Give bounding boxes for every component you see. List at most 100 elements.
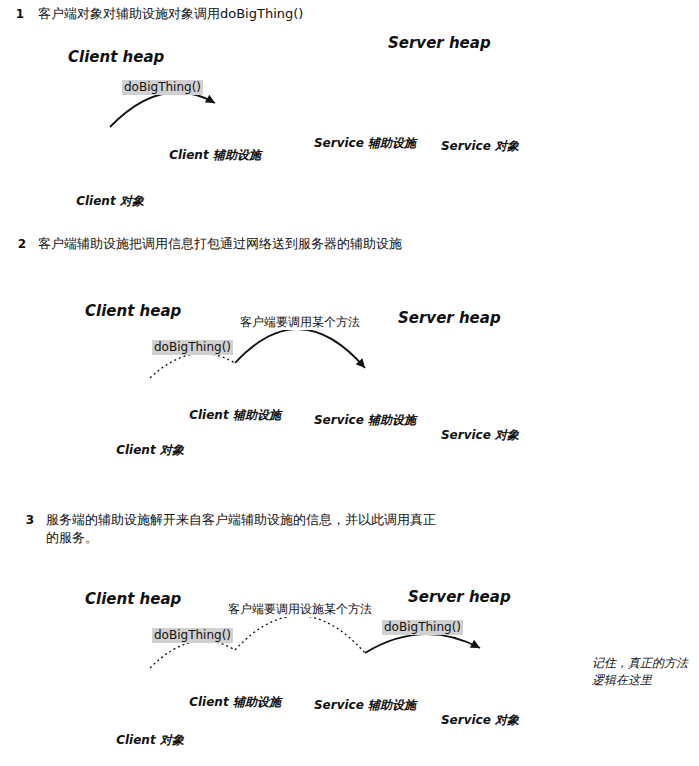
phone-icon — [66, 589, 78, 607]
edge-label-holder: doBigThing() — [152, 624, 233, 643]
heap-title: Client heap — [85, 302, 181, 320]
sphere-shape — [214, 364, 256, 406]
object-sphere — [118, 668, 182, 732]
object-sphere — [343, 653, 387, 697]
callout-circle — [12, 6, 29, 23]
object-label: Client 辅助设施 — [186, 695, 284, 710]
network-divider — [299, 36, 301, 215]
sphere-shape — [119, 379, 181, 441]
object-label: Service 辅助设施 — [311, 698, 420, 713]
connector-line — [365, 634, 480, 653]
phone-icon — [46, 46, 58, 64]
edge-label: 客户端要调用设施某个方法 — [226, 602, 374, 617]
heap-outline — [26, 49, 287, 211]
heap-region: Server heapService 辅助设施 Service 对象 — [308, 30, 693, 195]
heap-blob — [20, 42, 295, 217]
sphere-shape — [344, 654, 386, 696]
edge-label-holder: doBigThing() — [122, 76, 203, 95]
callout-number: 2 — [14, 236, 30, 252]
heap-outline — [316, 37, 681, 189]
heap-title: Server heap — [388, 34, 491, 52]
network-divider — [299, 305, 301, 505]
callout-number: 3 — [22, 512, 38, 528]
sphere-shape — [451, 79, 509, 137]
object-sphere-node: Client 对象 — [113, 378, 187, 458]
heap-blob — [318, 303, 693, 500]
object-sphere-node: Service 辅助设施 — [311, 653, 420, 713]
sphere-shape — [119, 669, 181, 731]
edge-label: doBigThing() — [152, 628, 233, 643]
edge-label: doBigThing() — [152, 340, 233, 355]
object-label: Service 对象 — [438, 428, 523, 443]
edge-label-holder: doBigThing() — [382, 616, 463, 635]
edge-label: doBigThing() — [382, 620, 463, 635]
connector-line — [150, 641, 235, 668]
sphere-shape — [78, 128, 142, 192]
object-label: Client 辅助设施 — [166, 148, 264, 163]
heap-title: Server heap — [408, 588, 511, 606]
callout-number: 1 — [12, 6, 28, 22]
computer-icon — [547, 283, 603, 335]
edge-label-holder: doBigThing() — [152, 336, 233, 355]
object-sphere-node: Service 辅助设施 — [311, 368, 420, 428]
heap-outline — [41, 305, 286, 496]
sphere-shape — [449, 364, 511, 426]
call-connector — [150, 353, 235, 378]
object-sphere — [450, 78, 510, 138]
sphere-shape — [214, 651, 256, 693]
object-sphere — [213, 650, 257, 694]
arrowhead — [205, 95, 215, 103]
label-holder: 客户端对象对辅助设施对象调用doBigThing() — [38, 5, 303, 23]
edge-label: 客户端要调用某个方法 — [238, 315, 362, 330]
label-holder: 客户端辅助设施把调用信息打包通过网络送到服务器的辅助设施 — [38, 235, 402, 253]
heap-title: Server heap — [398, 309, 501, 327]
heap-region: Client heapClient 对象 Client 辅助设施 — [20, 42, 295, 217]
call-connector — [235, 616, 365, 653]
object-sphere-node: Service 对象 — [438, 78, 523, 154]
object-sphere-node: Service 辅助设施 — [311, 89, 420, 151]
object-sphere-node: Service 对象 — [438, 363, 523, 443]
arrowhead — [470, 640, 480, 648]
object-sphere-node: Client 辅助设施 — [186, 363, 284, 423]
object-sphere — [193, 103, 237, 147]
object-label: Client 对象 — [73, 194, 147, 209]
edge-label-holder: 客户端要调用某个方法 — [238, 311, 362, 330]
object-sphere — [77, 127, 143, 193]
step-caption: 客户端对象对辅助设施对象调用doBigThing() — [38, 5, 303, 23]
object-sphere-node: Service 对象 — [438, 648, 523, 728]
callout-circle — [22, 512, 39, 529]
object-sphere — [342, 89, 388, 135]
object-sphere-node: Client 对象 — [113, 668, 187, 748]
connector-line — [150, 353, 235, 378]
heap-title: Client heap — [68, 48, 164, 66]
label-holder: 1 — [12, 6, 28, 22]
object-label: Client 辅助设施 — [186, 408, 284, 423]
sphere-shape — [344, 369, 386, 411]
arrowhead — [356, 358, 365, 368]
connector-line — [235, 616, 365, 653]
leader-arrowhead — [515, 680, 525, 689]
call-connector — [150, 641, 235, 668]
leader-arrow — [520, 684, 588, 693]
sphere-shape — [449, 649, 511, 711]
object-sphere-node: Client 对象 — [73, 127, 147, 209]
step-caption: 服务端的辅助设施解开来自客户端辅助设施的信息，并以此调用真正的服务。 — [46, 511, 436, 547]
step-caption: 客户端辅助设施把调用信息打包通过网络送到服务器的辅助设施 — [38, 235, 402, 253]
label-holder: 服务端的辅助设施解开来自客户端辅助设施的信息，并以此调用真正的服务。 — [46, 511, 436, 547]
object-sphere-node: Client 辅助设施 — [186, 650, 284, 710]
edge-label: doBigThing() — [122, 80, 203, 95]
connector-line — [235, 329, 365, 368]
object-label: Service 对象 — [438, 139, 523, 154]
object-sphere — [343, 368, 387, 412]
object-sphere — [448, 363, 512, 427]
computer-icon — [527, 10, 583, 62]
object-sphere — [118, 378, 182, 442]
connector-line — [110, 92, 215, 127]
call-connector — [110, 92, 215, 127]
label-holder: 记住，真正的方法逻辑在这里 — [592, 655, 688, 689]
heap-blob — [308, 30, 693, 195]
object-label: Client 对象 — [113, 733, 187, 748]
